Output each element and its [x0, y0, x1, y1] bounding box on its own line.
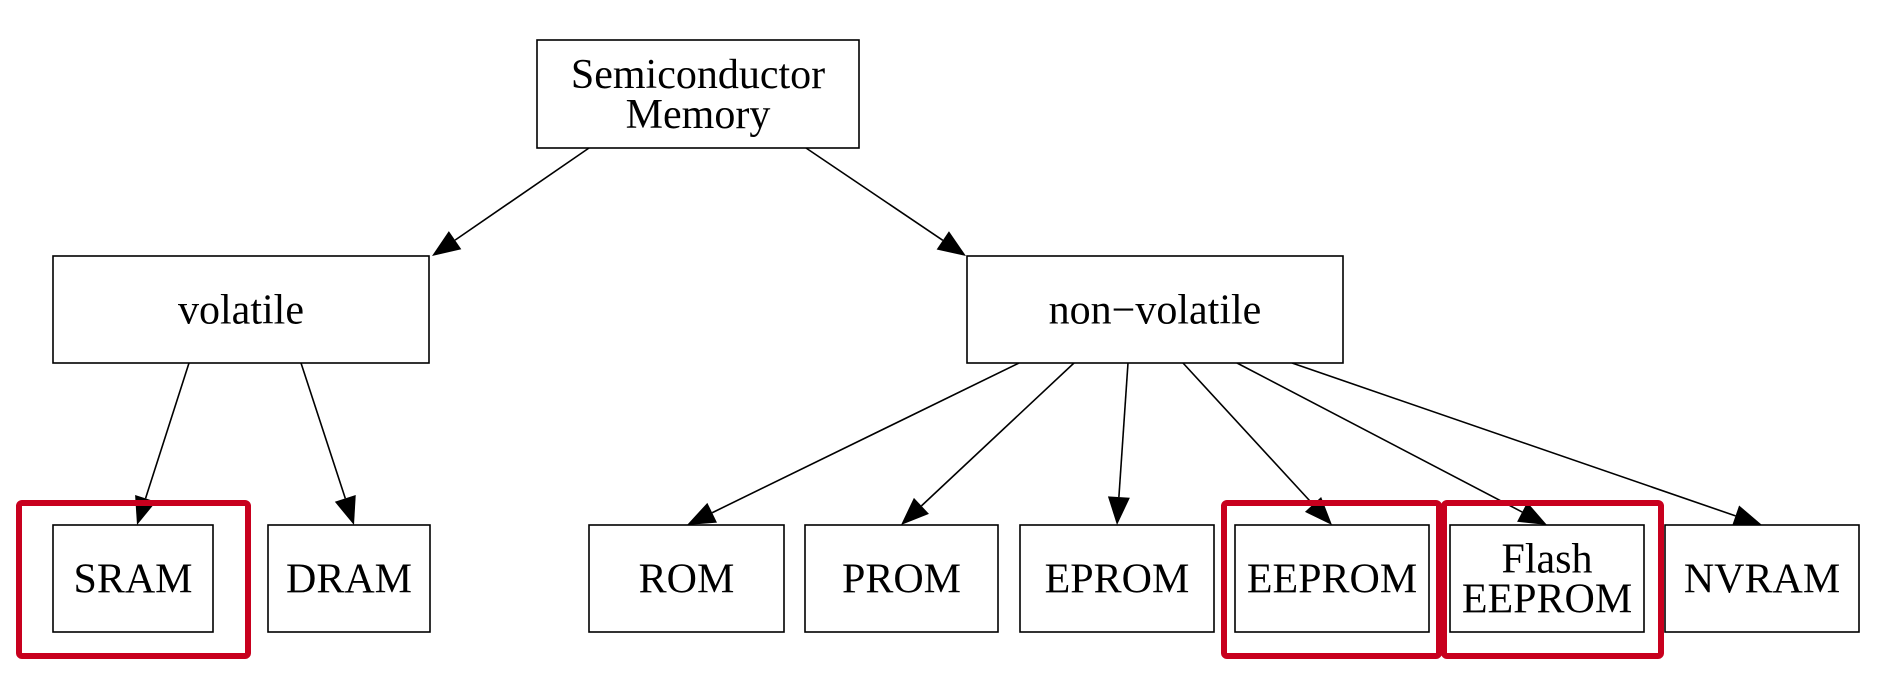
- node-box-volatile: [52, 255, 430, 364]
- arrowhead-volatile: [432, 231, 462, 256]
- arrowhead-flash: [1517, 502, 1547, 525]
- node-label-prom: PROM: [842, 557, 961, 603]
- edge-volatile-to-dram: [300, 362, 347, 499]
- node-box-nvram: [1664, 524, 1860, 633]
- node-box-dram: [267, 524, 431, 633]
- node-prom: PROM: [804, 524, 999, 633]
- node-sram: SRAM: [52, 524, 214, 633]
- node-label-flash-line1: Flash: [1501, 537, 1592, 583]
- arrowhead-eeprom: [1304, 496, 1332, 525]
- arrowhead-eprom: [1107, 496, 1130, 525]
- node-box-prom: [804, 524, 999, 633]
- node-label-root-line1: Semiconductor: [571, 52, 825, 98]
- arrowhead-nonvolatile: [936, 231, 966, 256]
- arrowhead-nvram: [1731, 505, 1762, 527]
- arrowhead-dram: [334, 494, 356, 525]
- node-eprom: EPROM: [1019, 524, 1215, 633]
- edge-nonvolatile-to-prom: [920, 362, 1075, 507]
- node-nvram: NVRAM: [1664, 524, 1860, 633]
- edge-nonvolatile-to-nvram: [1291, 362, 1736, 517]
- highlight-box-sram: [16, 500, 251, 659]
- node-eeprom: EEPROM: [1234, 524, 1430, 633]
- node-label-sram: SRAM: [73, 557, 192, 603]
- node-label-eprom: EPROM: [1045, 557, 1190, 603]
- node-box-sram: [52, 524, 214, 633]
- edge-nonvolatile-to-eeprom: [1182, 362, 1314, 505]
- arrowhead-prom: [901, 497, 929, 525]
- edge-nonvolatile-to-flash: [1236, 362, 1523, 513]
- node-label-dram: DRAM: [286, 557, 412, 603]
- node-label-rom: ROM: [639, 557, 735, 603]
- arrowhead-rom: [687, 502, 717, 525]
- highlight-box-eeprom: [1221, 500, 1442, 659]
- highlight-box-flash: [1441, 500, 1664, 659]
- node-dram: DRAM: [267, 524, 431, 633]
- node-box-flash: [1449, 524, 1645, 633]
- node-nonvolatile: non−volatile: [966, 255, 1344, 364]
- node-label-volatile: volatile: [178, 288, 304, 334]
- node-label-root-line2: Memory: [626, 92, 771, 138]
- node-box-rom: [588, 524, 785, 633]
- node-label-nonvolatile: non−volatile: [1049, 288, 1262, 334]
- node-label-nvram: NVRAM: [1684, 557, 1840, 603]
- edge-nonvolatile-to-rom: [711, 362, 1020, 514]
- node-label-eeprom: EEPROM: [1247, 557, 1417, 603]
- edge-root-to-volatile: [454, 147, 590, 241]
- highlights: [16, 500, 1664, 659]
- node-volatile: volatile: [52, 255, 430, 364]
- edge-volatile-to-sram: [144, 362, 190, 499]
- node-box-eeprom: [1234, 524, 1430, 633]
- node-box-root: [536, 39, 860, 149]
- arrowhead-sram: [135, 494, 157, 525]
- node-box-eprom: [1019, 524, 1215, 633]
- edge-root-to-nonvolatile: [805, 147, 944, 241]
- node-label-flash-line2: EEPROM: [1462, 577, 1632, 623]
- node-rom: ROM: [588, 524, 785, 633]
- edge-nonvolatile-to-eprom: [1118, 362, 1129, 498]
- node-box-nonvolatile: [966, 255, 1344, 364]
